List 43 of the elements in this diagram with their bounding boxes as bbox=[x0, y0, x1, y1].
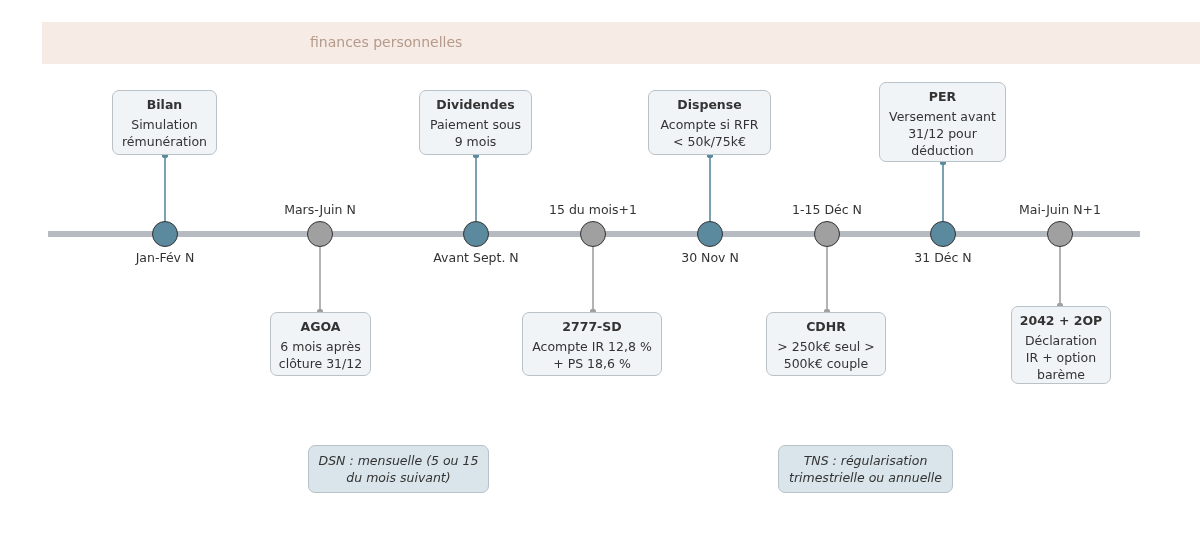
timeline-marker bbox=[580, 221, 606, 247]
date-label: 30 Nov N bbox=[681, 250, 739, 265]
timeline-marker bbox=[697, 221, 723, 247]
event-title: PER bbox=[927, 88, 958, 105]
note-box: TNS : régularisation trimestrielle ou annuelle bbox=[778, 445, 953, 493]
event-title: 2777-SD bbox=[561, 318, 623, 335]
event-title: Bilan bbox=[145, 96, 184, 113]
event-description: Simulation rémunération bbox=[121, 116, 208, 150]
event-title: AGOA bbox=[299, 318, 342, 335]
date-label: Mars-Juin N bbox=[284, 202, 356, 217]
event-box bbox=[766, 312, 886, 376]
event-title: Dividendes bbox=[435, 96, 516, 113]
event-description: Acompte si RFR < 50k/75k€ bbox=[659, 116, 760, 150]
timeline-marker bbox=[463, 221, 489, 247]
event-box bbox=[648, 90, 771, 155]
event-title: 2042 + 2OP bbox=[1018, 312, 1104, 329]
header-subtitle: finances personnelles bbox=[310, 34, 463, 50]
timeline-marker bbox=[1047, 221, 1073, 247]
event-box bbox=[112, 90, 217, 155]
date-label: Mai-Juin N+1 bbox=[1019, 202, 1101, 217]
date-label: 31 Déc N bbox=[914, 250, 972, 265]
note-box: DSN : mensuelle (5 ou 15 du mois suivant) bbox=[308, 445, 489, 493]
timeline-marker bbox=[930, 221, 956, 247]
event-description: Acompte IR 12,8 % + PS 18,6 % bbox=[531, 338, 653, 372]
event-box bbox=[522, 312, 662, 376]
date-label: 1-15 Déc N bbox=[792, 202, 862, 217]
event-description: 6 mois après clôture 31/12 bbox=[277, 338, 364, 372]
event-description: Paiement sous 9 mois bbox=[428, 116, 523, 150]
date-label: Avant Sept. N bbox=[433, 250, 519, 265]
timeline-marker bbox=[307, 221, 333, 247]
event-box bbox=[1011, 306, 1111, 384]
timeline-marker bbox=[814, 221, 840, 247]
event-description: Versement avant 31/12 pour déduction bbox=[888, 108, 997, 159]
event-box bbox=[419, 90, 532, 155]
date-label: 15 du mois+1 bbox=[549, 202, 637, 217]
event-description: > 250k€ seul > 500k€ couple bbox=[776, 338, 876, 372]
event-box bbox=[270, 312, 371, 376]
event-description: Déclaration IR + option barème bbox=[1023, 332, 1099, 383]
event-title: CDHR bbox=[805, 318, 847, 335]
timeline-marker bbox=[152, 221, 178, 247]
date-label: Jan-Fév N bbox=[135, 250, 195, 265]
event-box bbox=[879, 82, 1006, 162]
event-title: Dispense bbox=[676, 96, 743, 113]
